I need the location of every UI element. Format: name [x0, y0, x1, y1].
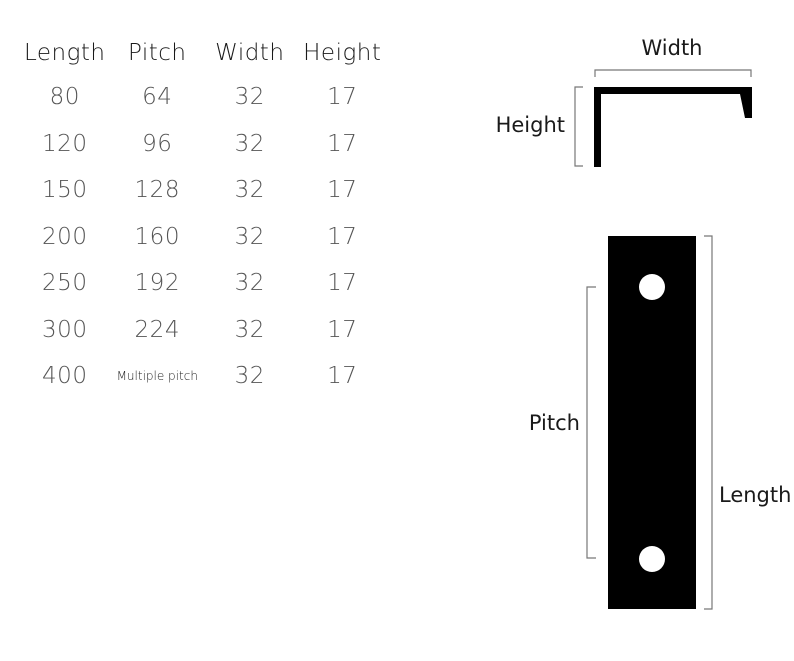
cell-height: 17: [327, 177, 358, 204]
cell-width: 32: [234, 223, 265, 250]
cell-length: 150: [42, 177, 88, 204]
cell-height: 17: [327, 223, 358, 250]
table-row: 400 Multiple pitch 32 17: [18, 353, 388, 400]
table-row: 200 160 32 17: [18, 214, 388, 261]
cell-width: 32: [234, 84, 265, 111]
mounting-hole-bottom: [639, 546, 665, 572]
table-header-row: Length Pitch Width Height: [18, 32, 388, 74]
cell-pitch: 64: [142, 84, 173, 111]
cell-width: 32: [234, 177, 265, 204]
cell-width: 32: [234, 363, 265, 390]
cell-pitch-note: Multiple pitch: [116, 369, 198, 384]
cell-pitch: 224: [134, 316, 180, 343]
cell-height: 17: [327, 316, 358, 343]
header-length: Length: [23, 40, 106, 66]
cell-width: 32: [234, 270, 265, 297]
profile-height-label: Height: [496, 113, 565, 137]
cell-height: 17: [327, 363, 358, 390]
table-row: 250 192 32 17: [18, 260, 388, 307]
cell-length: 400: [42, 363, 88, 390]
cell-length: 120: [42, 130, 88, 157]
pitch-dimension-bracket: [586, 286, 596, 559]
table-row: 150 128 32 17: [18, 167, 388, 214]
header-width: Width: [215, 40, 285, 66]
cell-height: 17: [327, 84, 358, 111]
plate-pitch-label: Pitch: [529, 411, 580, 435]
profile-width-label: Width: [641, 36, 702, 60]
plate-length-label: Length: [719, 483, 791, 507]
cell-length: 250: [42, 270, 88, 297]
table-row: 120 96 32 17: [18, 121, 388, 168]
header-pitch: Pitch: [128, 40, 187, 66]
cell-height: 17: [327, 270, 358, 297]
profile-view: Width Height: [496, 36, 752, 167]
cell-pitch: 96: [142, 130, 173, 157]
height-dimension-bracket: [574, 86, 583, 167]
header-height: Height: [303, 40, 382, 66]
cell-width: 32: [234, 316, 265, 343]
cell-length: 200: [42, 223, 88, 250]
cell-pitch: 160: [134, 223, 180, 250]
width-dimension-bracket: [594, 69, 752, 77]
length-dimension-bracket: [704, 235, 713, 610]
cell-width: 32: [234, 130, 265, 157]
plate-view: Pitch Length: [529, 235, 791, 610]
mounting-hole-top: [639, 274, 665, 300]
table-row: 300 224 32 17: [18, 307, 388, 354]
cell-height: 17: [327, 130, 358, 157]
cell-length: 80: [49, 84, 80, 111]
cell-pitch: 128: [134, 177, 180, 204]
profile-cross-section: [594, 87, 752, 167]
cell-pitch: 192: [134, 270, 180, 297]
spec-table: Length Pitch Width Height 80 64 32 17 12…: [18, 32, 388, 400]
table-row: 80 64 32 17: [18, 74, 388, 121]
cell-length: 300: [42, 316, 88, 343]
